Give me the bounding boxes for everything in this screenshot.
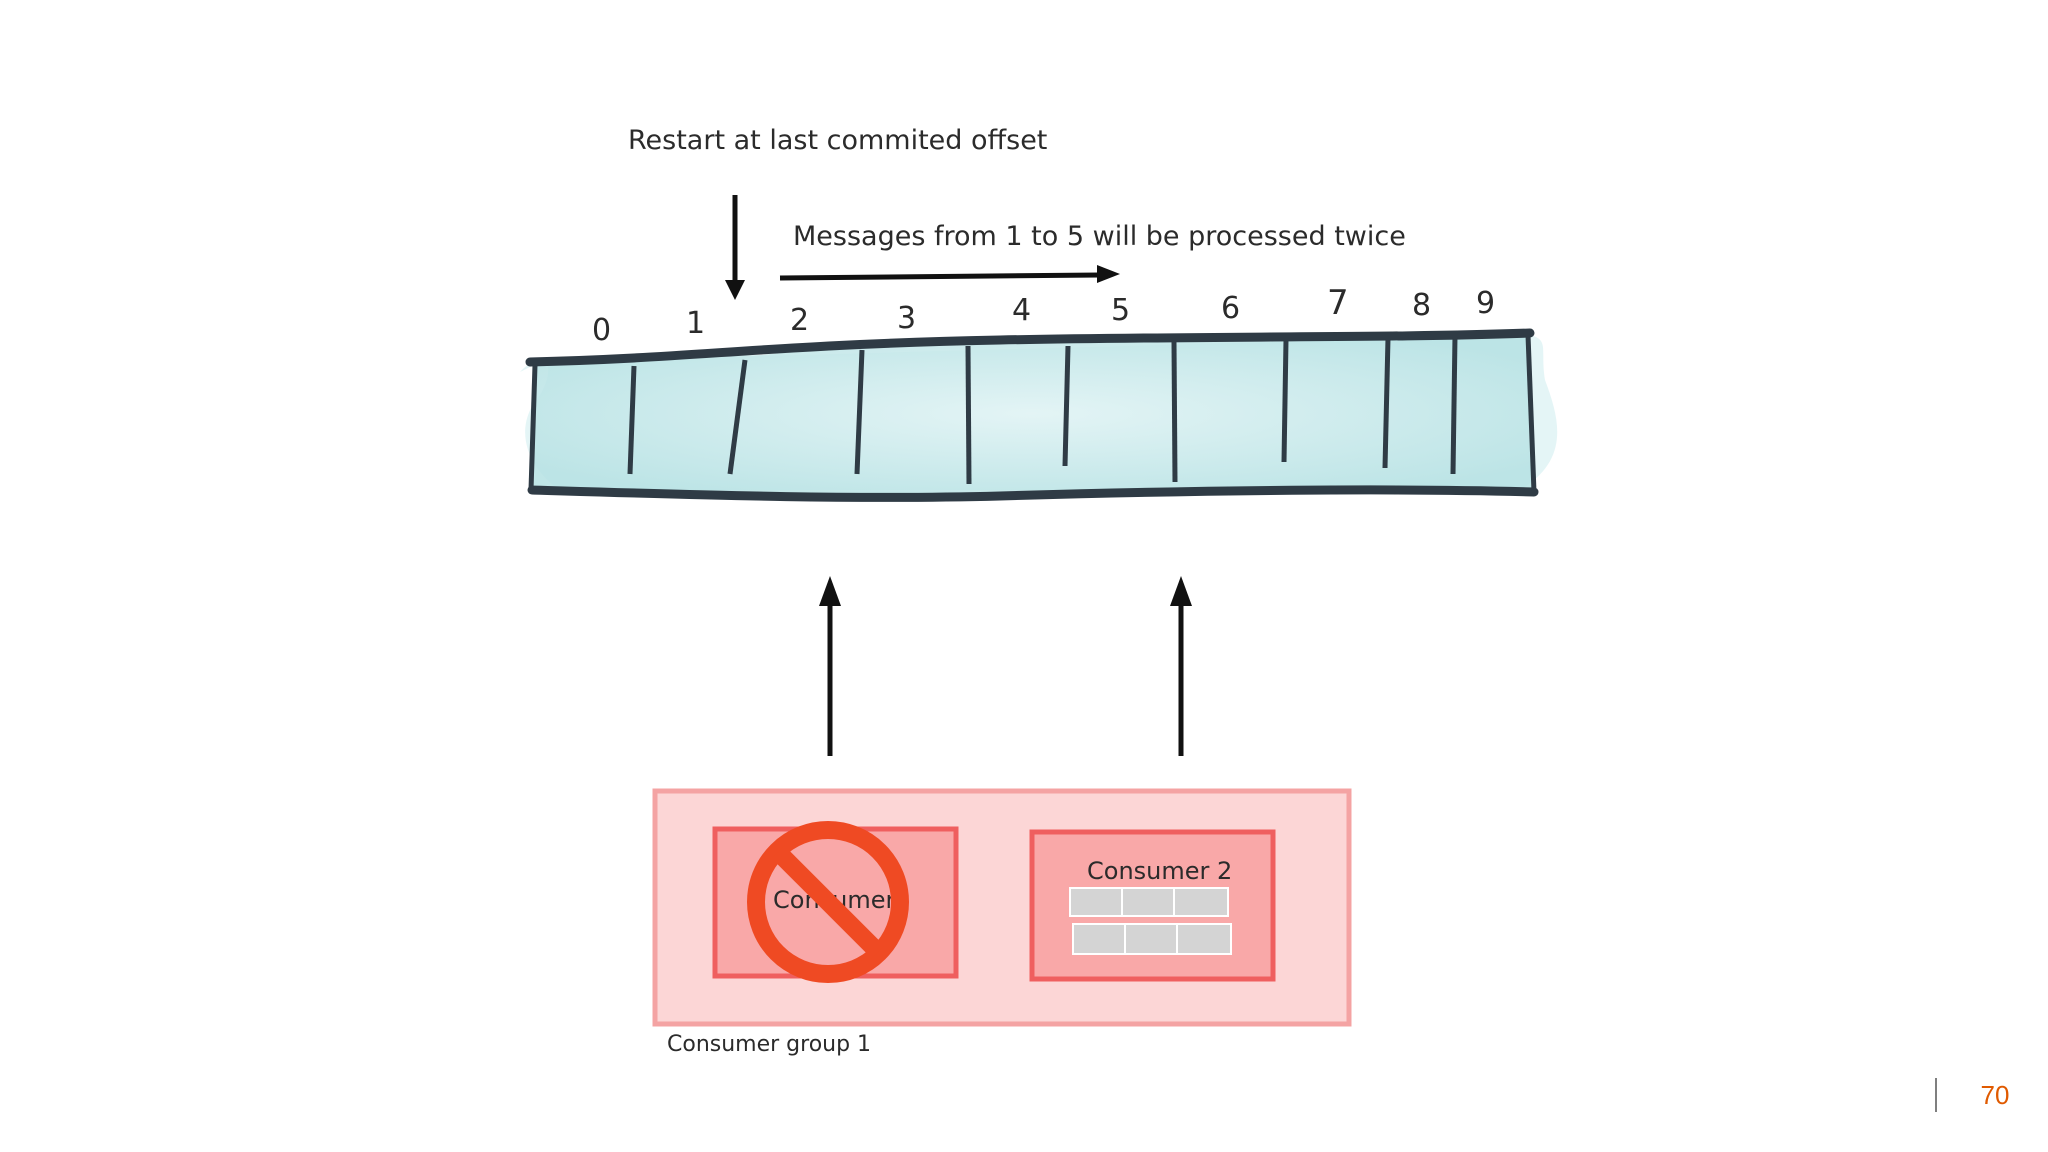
offset-label-4: 4 <box>1012 293 1031 328</box>
offset-label-3: 3 <box>897 301 916 336</box>
page-number: 70 <box>1980 1080 2010 1110</box>
offset-labels: 0 1 2 3 4 5 6 7 8 9 <box>592 283 1495 348</box>
twice-annotation: Messages from 1 to 5 will be processed t… <box>793 221 1406 252</box>
arrow-down-icon <box>725 195 745 300</box>
offset-label-2: 2 <box>790 303 809 338</box>
consumer-2-label: Consumer 2 <box>1087 857 1232 885</box>
offset-label-1: 1 <box>686 306 705 341</box>
offset-label-0: 0 <box>592 313 611 348</box>
consumer-group-label: Consumer group 1 <box>667 1032 871 1057</box>
offset-label-6: 6 <box>1221 291 1240 326</box>
offset-label-7: 7 <box>1327 283 1349 323</box>
offset-label-5: 5 <box>1111 293 1130 328</box>
arrow-right-icon <box>779 265 1120 283</box>
restart-annotation: Restart at last commited offset <box>628 125 1047 156</box>
arrow-up-icon <box>1170 576 1192 756</box>
offset-label-8: 8 <box>1412 288 1431 323</box>
prohibited-icon <box>747 821 909 983</box>
consumer-2: Consumer 2 <box>1029 829 1276 982</box>
consumer-1: Consumer <box>712 821 959 983</box>
footer-separator <box>1935 1078 1937 1112</box>
partition-log <box>520 328 1558 502</box>
consumer-2-buffer <box>1069 887 1232 955</box>
arrow-up-icon <box>819 576 841 756</box>
offset-label-9: 9 <box>1476 286 1495 321</box>
